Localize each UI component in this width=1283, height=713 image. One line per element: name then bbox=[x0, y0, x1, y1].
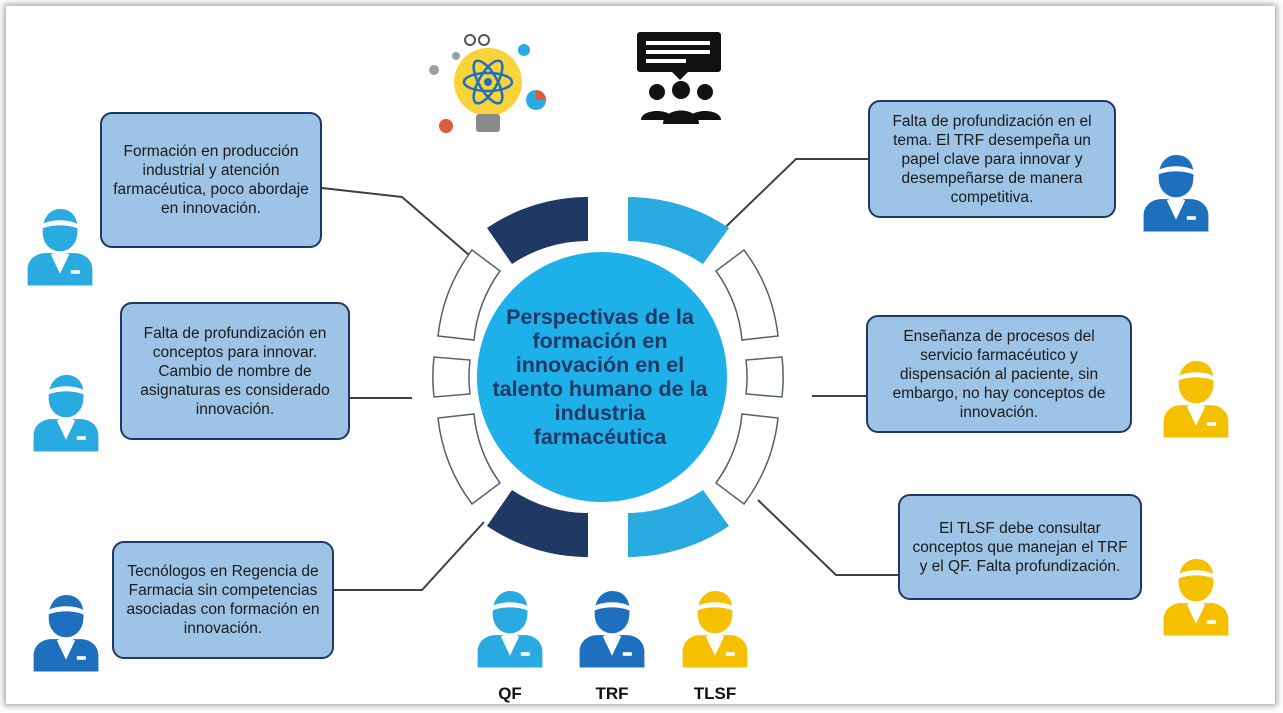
lightbulb-atom-icon bbox=[429, 34, 546, 133]
box-left-top: Formación en producción industrial y ate… bbox=[100, 112, 322, 248]
box-left-middle: Falta de profundización en conceptos par… bbox=[120, 302, 350, 440]
legend-label-qf: QF bbox=[498, 684, 522, 703]
person-icon bbox=[578, 589, 646, 668]
box-right-middle: Enseñanza de procesos del servicio farma… bbox=[866, 315, 1132, 433]
person-icon bbox=[476, 589, 544, 668]
center-circle bbox=[473, 248, 731, 506]
presentation-audience-icon bbox=[637, 32, 721, 124]
person-icon bbox=[26, 207, 94, 286]
connector-lines bbox=[321, 158, 898, 591]
person-icon bbox=[1162, 359, 1230, 438]
person-icon bbox=[32, 593, 100, 672]
person-icon bbox=[681, 589, 749, 668]
person-icon bbox=[1162, 557, 1230, 636]
box-right-top: Falta de profundización en el tema. El T… bbox=[868, 100, 1116, 218]
ring-outlines bbox=[432, 248, 784, 506]
box-left-bottom: Tecnólogos en Regencia de Farmacia sin c… bbox=[112, 541, 334, 659]
person-icon bbox=[32, 373, 100, 452]
legend-label-trf: TRF bbox=[595, 684, 629, 703]
center-title: Perspectivas de la formación en innovaci… bbox=[492, 305, 708, 449]
box-right-bottom: El TLSF debe consultar conceptos que man… bbox=[898, 494, 1142, 600]
person-icon bbox=[1142, 153, 1210, 232]
legend-label-tlsf: TLSF bbox=[693, 684, 737, 703]
ring-segments bbox=[487, 197, 729, 557]
